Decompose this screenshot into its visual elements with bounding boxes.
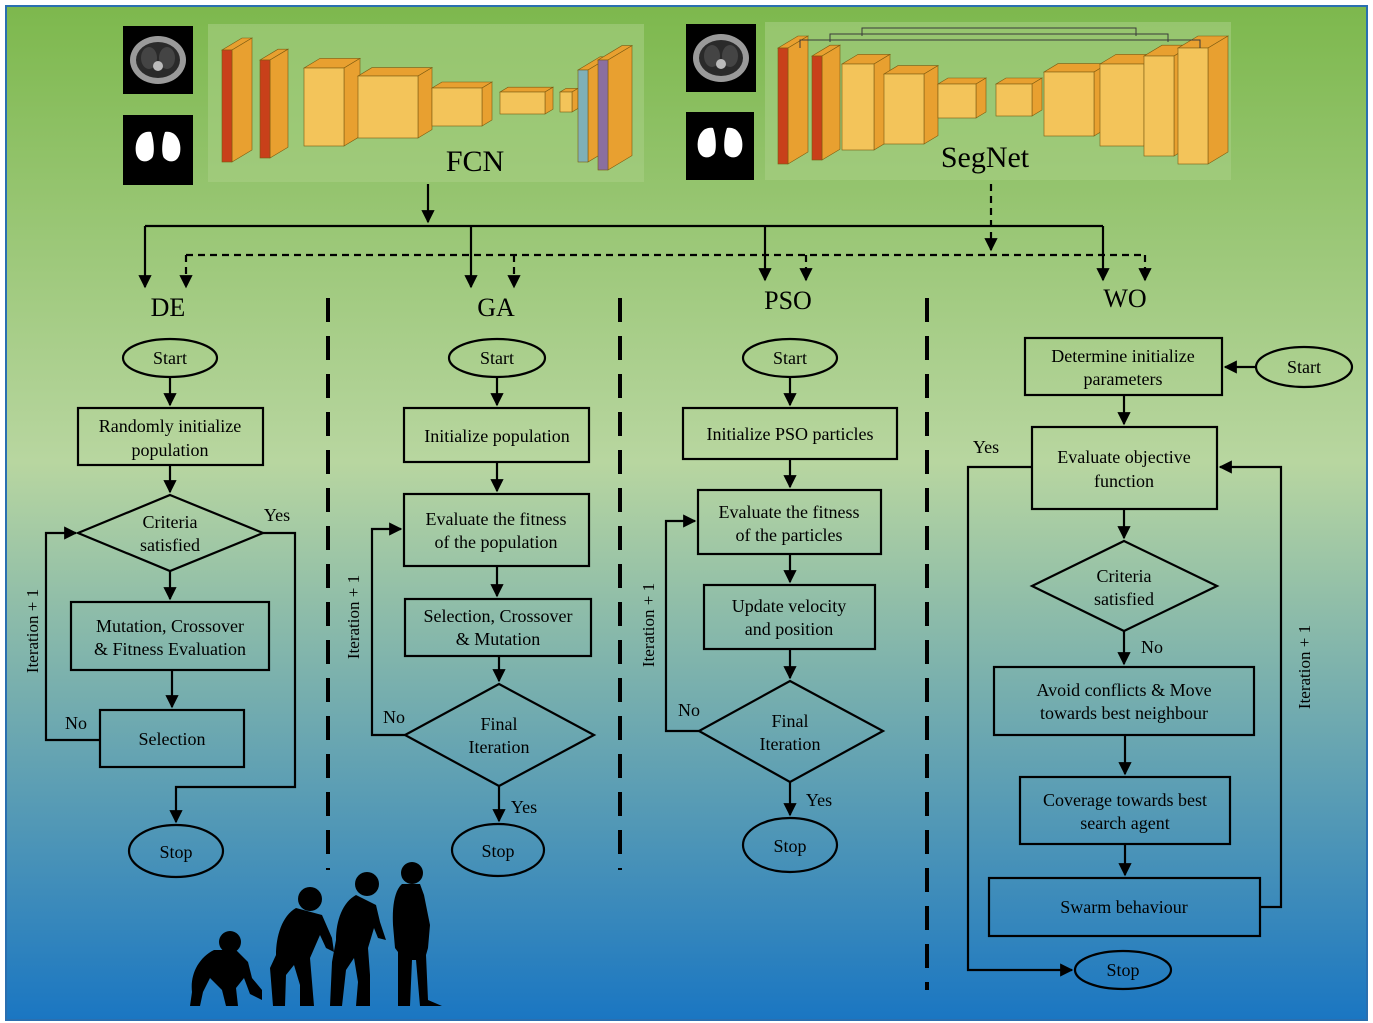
wo-evaluate-line1: Evaluate objective	[1057, 447, 1190, 467]
ga-flowchart: GA Start Initialize population Evaluate …	[344, 293, 597, 878]
skip-connection	[799, 39, 1201, 48]
pso-stop: Stop	[773, 836, 806, 856]
fcn-layer-block	[258, 48, 290, 159]
fcn-layer-block	[302, 57, 362, 147]
pso-flowchart: PSO Start Initialize PSO particles Evalu…	[639, 286, 899, 874]
ga-start: Start	[480, 348, 514, 368]
pso-final-line1: Final	[771, 711, 808, 731]
de-flowchart: DE Start Randomly initialize population …	[23, 293, 297, 879]
de-no: No	[65, 713, 87, 733]
lung-mask-image	[123, 115, 193, 185]
fcn-network-panel: FCN	[123, 24, 644, 185]
fcn-layer-block	[558, 87, 580, 113]
wo-iteration: Iteration + 1	[1295, 625, 1314, 709]
evolution-silhouette-illustration	[190, 862, 442, 1006]
pso-start: Start	[773, 348, 807, 368]
ga-final-line2: Iteration	[469, 737, 530, 757]
de-mutation-line1: Mutation, Crossover	[96, 616, 244, 636]
de-yes: Yes	[264, 505, 290, 525]
wo-yes: Yes	[973, 437, 999, 457]
pso-evaluate-line2: of the particles	[736, 525, 843, 545]
ga-evaluate-line1: Evaluate the fitness	[426, 509, 567, 529]
ct-scan-image	[123, 26, 193, 94]
de-start: Start	[153, 348, 187, 368]
human-silhouette	[392, 862, 442, 1006]
pso-no: No	[678, 700, 700, 720]
ga-title: GA	[477, 293, 515, 322]
hominid-silhouette-2	[330, 872, 386, 1006]
ct-scan-image	[686, 24, 756, 92]
wo-criteria-line2: satisfied	[1094, 589, 1154, 609]
wo-stop: Stop	[1106, 960, 1139, 980]
segnet-layer-block	[776, 35, 810, 165]
ape-silhouette	[190, 931, 262, 1006]
segnet-layer-block	[936, 77, 988, 119]
pso-update-line1: Update velocity	[732, 596, 846, 616]
ga-selection-line1: Selection, Crossover	[424, 606, 573, 626]
de-criteria-line1: Criteria	[143, 512, 198, 532]
wo-avoid-line2: towards best neighbour	[1040, 703, 1208, 723]
fcn-layer-block	[356, 67, 434, 139]
segnet-layers	[776, 27, 1230, 165]
de-init-line2: population	[132, 440, 209, 460]
de-title: DE	[151, 293, 186, 322]
fcn-layer-block	[596, 45, 634, 171]
de-init-line1: Randomly initialize	[99, 416, 241, 436]
lung-mask-image	[686, 112, 754, 180]
ga-no: No	[383, 707, 405, 727]
wo-criteria-line1: Criteria	[1097, 566, 1152, 586]
wo-swarm: Swarm behaviour	[1060, 897, 1187, 917]
fcn-layer-block	[498, 86, 555, 115]
de-mutation-line2: & Fitness Evaluation	[94, 639, 246, 659]
pso-init: Initialize PSO particles	[707, 424, 874, 444]
de-iteration: Iteration + 1	[23, 589, 42, 673]
hominid-silhouette-1	[270, 887, 334, 1006]
wo-avoid-line1: Avoid conflicts & Move	[1036, 680, 1211, 700]
wo-flowchart: WO Determine initialize parameters Start…	[966, 284, 1354, 991]
de-selection: Selection	[139, 729, 206, 749]
pso-title: PSO	[764, 286, 812, 315]
fcn-label: FCN	[446, 145, 504, 178]
fcn-layer-block	[220, 37, 254, 163]
segnet-label: SegNet	[941, 141, 1030, 174]
pso-evaluate-line1: Evaluate the fitness	[719, 502, 860, 522]
ga-init: Initialize population	[424, 426, 569, 446]
segnet-layer-block	[882, 65, 940, 145]
wo-coverage-line2: search agent	[1080, 813, 1169, 833]
skip-connection	[861, 27, 1137, 36]
pso-iteration: Iteration + 1	[639, 583, 658, 667]
segnet-network-panel: SegNet	[686, 22, 1231, 180]
segnet-layer-block	[1042, 63, 1110, 137]
ga-evaluate-line2: of the population	[435, 532, 558, 552]
wo-title: WO	[1103, 284, 1146, 313]
segnet-layer-block	[840, 53, 892, 151]
pso-update-line2: and position	[745, 619, 834, 639]
ga-iteration: Iteration + 1	[344, 575, 363, 659]
fcn-layers	[220, 37, 634, 171]
pso-final-line2: Iteration	[760, 734, 821, 754]
wo-determine-line2: parameters	[1084, 369, 1163, 389]
ga-final-line1: Final	[480, 714, 517, 734]
ga-stop: Stop	[481, 841, 514, 861]
skip-connection	[829, 33, 1169, 42]
ga-selection-line2: & Mutation	[456, 629, 541, 649]
segnet-layer-block	[810, 44, 842, 161]
wo-evaluate-line2: function	[1094, 471, 1154, 491]
pso-yes: Yes	[806, 790, 832, 810]
de-stop: Stop	[159, 842, 192, 862]
fcn-layer-block	[430, 81, 494, 127]
segnet-layer-block	[994, 77, 1044, 117]
wo-coverage-line1: Coverage towards best	[1043, 790, 1207, 810]
distribution-connectors	[138, 184, 1152, 289]
de-criteria-line2: satisfied	[140, 535, 200, 555]
wo-determine-line1: Determine initialize	[1051, 346, 1194, 366]
segnet-layer-block	[1176, 35, 1230, 165]
wo-no: No	[1141, 637, 1163, 657]
wo-start: Start	[1287, 357, 1321, 377]
ga-yes: Yes	[511, 797, 537, 817]
